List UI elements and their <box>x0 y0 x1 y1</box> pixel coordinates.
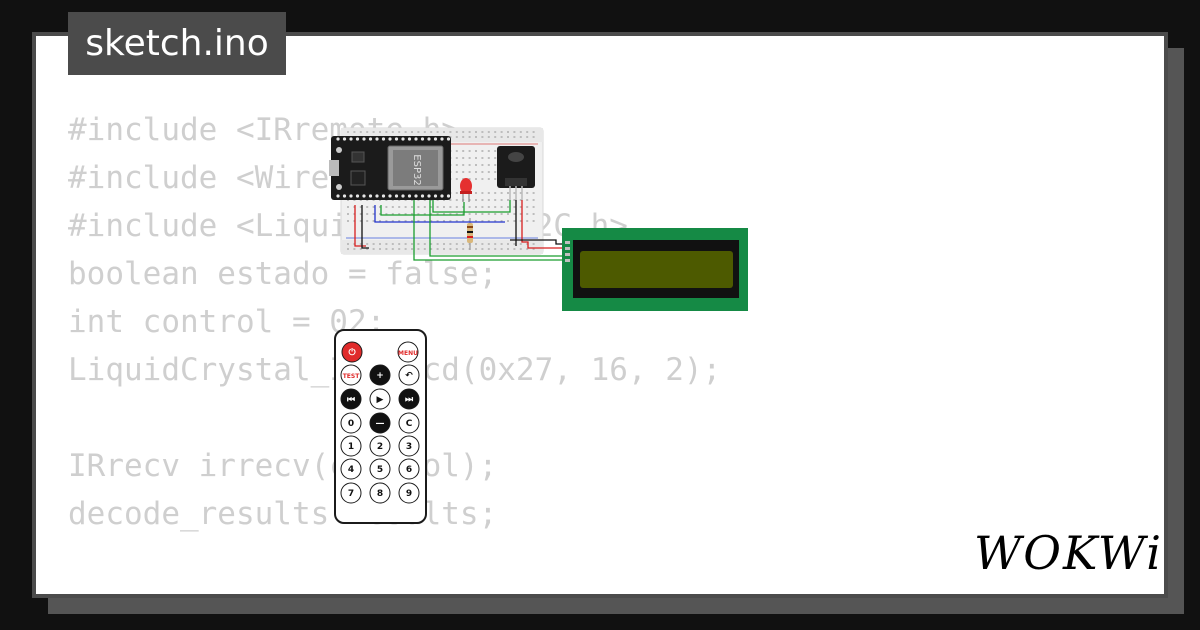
esp32-label: ESP32 <box>411 154 422 185</box>
remote-button-label: 8 <box>377 489 383 499</box>
remote-button-label: — <box>376 419 385 429</box>
esp32-board: ESP32 <box>329 136 451 200</box>
wires <box>354 200 562 261</box>
remote-button[interactable]: C <box>398 412 420 434</box>
remote-button[interactable]: 5 <box>369 458 391 480</box>
remote-button-label: ▶ <box>377 395 384 405</box>
code-line: LiquidCrystal_I2C lcd(0x27, 16, 2); <box>68 352 722 388</box>
remote-button-label: 7 <box>348 489 354 499</box>
remote-button[interactable]: ↶ <box>398 364 420 386</box>
remote-button-label: 1 <box>348 442 354 452</box>
red-led <box>460 178 472 202</box>
remote-button-label: 2 <box>377 442 383 452</box>
lcd-display <box>562 228 748 311</box>
remote-button-label: 0 <box>348 419 354 429</box>
remote-button[interactable]: ⏮ <box>340 388 362 410</box>
remote-button[interactable]: ⏭ <box>398 388 420 410</box>
remote-button-label: 9 <box>406 489 412 499</box>
remote-button[interactable]: 4 <box>340 458 362 480</box>
remote-button[interactable]: 9 <box>398 482 420 504</box>
remote-button[interactable]: 3 <box>398 435 420 457</box>
remote-button[interactable]: 2 <box>369 435 391 457</box>
ir-remote: ⏻ MENU TEST + ↶ ⏮ ▶ ⏭ 0 — C 1 2 3 4 5 6 7 8 9 <box>334 329 427 524</box>
remote-button[interactable]: 7 <box>340 482 362 504</box>
remote-button[interactable]: + <box>369 364 391 386</box>
ir-receiver <box>497 146 535 200</box>
remote-button-label: 5 <box>377 465 383 475</box>
remote-button[interactable]: ⏻ <box>341 341 363 363</box>
code-preview-card: #include <IRremote.h>#include <Wire.h>#i… <box>32 32 1168 598</box>
code-line: void setup() { <box>68 586 721 594</box>
code-listing: #include <IRremote.h>#include <Wire.h>#i… <box>68 106 722 594</box>
code-line: boolean estado = false; <box>68 256 498 292</box>
remote-button[interactable]: 0 <box>340 412 362 434</box>
remote-button-label: ⏭ <box>405 395 414 405</box>
remote-button-label: 3 <box>406 442 412 452</box>
remote-button[interactable]: TEST <box>340 364 362 386</box>
remote-button[interactable]: ▶ <box>369 388 391 410</box>
remote-button[interactable]: 6 <box>398 458 420 480</box>
remote-button-label: + <box>376 371 384 381</box>
remote-button[interactable]: 1 <box>340 435 362 457</box>
remote-button-label: C <box>406 419 413 429</box>
remote-button-label: MENU <box>398 350 418 357</box>
remote-button[interactable]: MENU <box>397 341 419 363</box>
remote-button-label: 6 <box>406 465 412 475</box>
remote-button[interactable]: — <box>369 412 391 434</box>
code-line: int control = 02; <box>68 304 386 340</box>
wokwi-logo: WOKWi <box>974 526 1163 580</box>
resistor <box>467 218 473 250</box>
remote-button[interactable]: 8 <box>369 482 391 504</box>
remote-button-label: ⏮ <box>347 395 355 405</box>
remote-button-label: ↶ <box>405 371 413 381</box>
remote-button-label: 4 <box>348 465 354 475</box>
remote-button-label: ⏻ <box>348 347 356 358</box>
filename-tab[interactable]: sketch.ino <box>68 12 286 75</box>
remote-button-label: TEST <box>343 373 361 380</box>
